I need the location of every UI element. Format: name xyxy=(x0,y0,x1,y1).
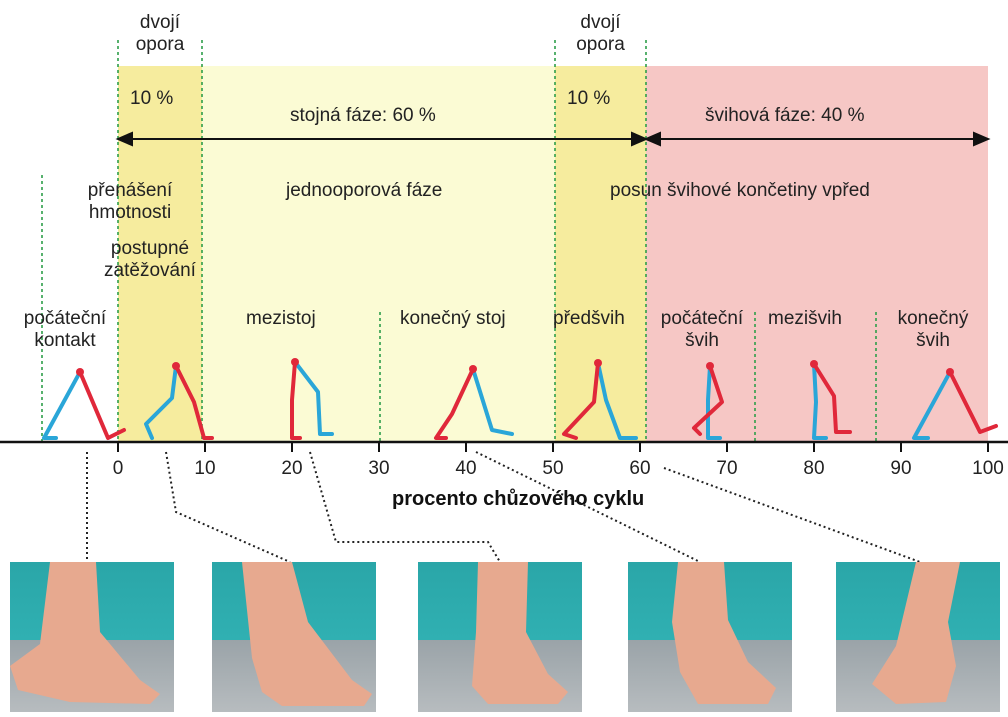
double-support-pct-right: 10 % xyxy=(567,88,610,110)
stage-label-terminal-swing: konečný švih xyxy=(878,308,988,352)
loading-response-label: postupné zatěžování xyxy=(88,238,212,282)
foot-photo-terminal-stance xyxy=(628,562,792,712)
foot-photo-midstance xyxy=(418,562,582,712)
double-support-band-right xyxy=(555,66,646,442)
x-axis-tick-label: 40 xyxy=(455,458,476,480)
single-support-label: jednooporová fáze xyxy=(286,180,442,202)
stage-label-initial-contact: počáteční kontakt xyxy=(4,308,126,352)
x-axis-tick-label: 30 xyxy=(368,458,389,480)
x-axis-tick-label: 10 xyxy=(194,458,215,480)
foot-photo-loading-response xyxy=(212,562,376,712)
x-axis-tick-label: 100 xyxy=(972,458,1004,480)
weight-transfer-label: přenášení hmotnosti xyxy=(60,180,200,224)
x-axis-tick-label: 60 xyxy=(629,458,650,480)
foot-photo-preswing xyxy=(836,562,1000,712)
swing-phase-label: švihová fáze: 40 % xyxy=(705,105,864,127)
stance-phase-label: stojná fáze: 60 % xyxy=(290,105,436,127)
x-axis-tick-label: 20 xyxy=(281,458,302,480)
x-axis-tick-label: 0 xyxy=(113,458,124,480)
x-axis-tick-label: 80 xyxy=(803,458,824,480)
stage-label-midstance: mezistoj xyxy=(246,308,316,330)
stage-label-midswing: mezišvih xyxy=(768,308,842,330)
stage-label-initial-swing: počáteční švih xyxy=(646,308,758,352)
x-axis-ticks xyxy=(118,442,988,452)
double-support-label-right: dvojí opora xyxy=(555,12,646,56)
x-axis-tick-label: 50 xyxy=(542,458,563,480)
double-support-pct-left: 10 % xyxy=(130,88,173,110)
x-axis-tick-label: 90 xyxy=(890,458,911,480)
x-axis-title: procento chůzového cyklu xyxy=(392,488,644,511)
x-axis-tick-label: 70 xyxy=(716,458,737,480)
double-support-label-left: dvojí opora xyxy=(118,12,202,56)
foot-photo-initial-contact xyxy=(10,562,174,712)
stage-label-preswing: předšvih xyxy=(553,308,625,330)
swing-advance-label: posun švihové končetiny vpřed xyxy=(610,180,870,202)
stage-label-terminal-stance: konečný stoj xyxy=(400,308,506,330)
